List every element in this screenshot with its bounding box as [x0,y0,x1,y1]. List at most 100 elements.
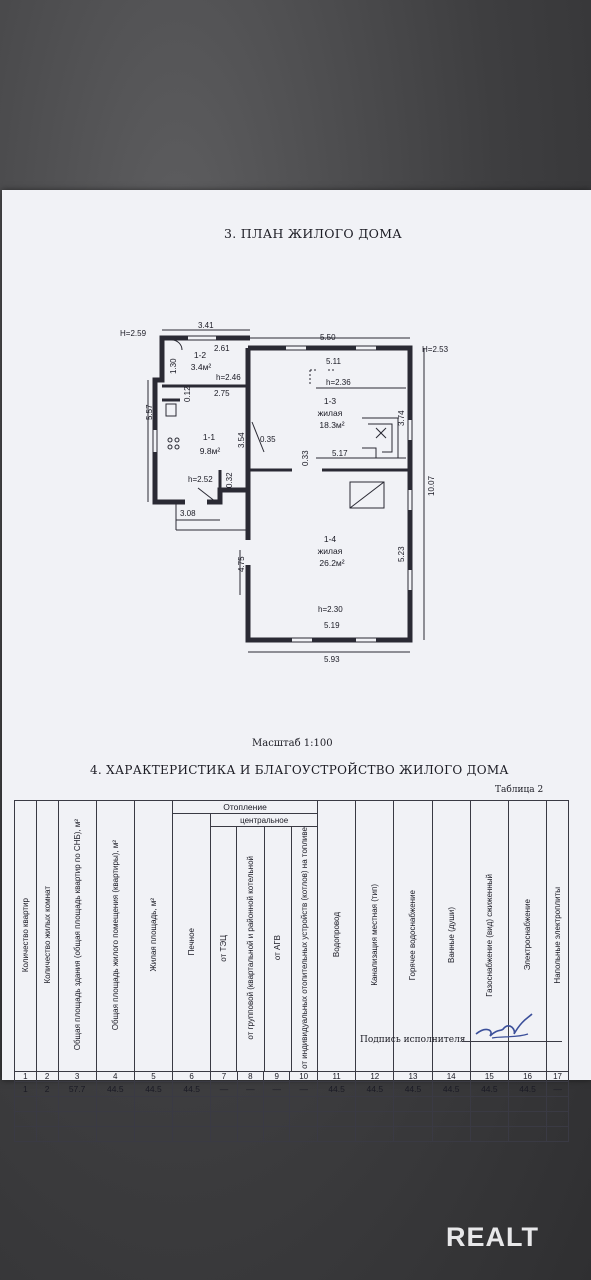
heating-header: Отопление [172,800,319,814]
room-1-4-type: жилая [318,546,343,556]
col-head-5: Жилая площадь, м² [133,800,174,1072]
floor-plan: H=2.59 H=2.53 3.41 5.50 2.61 5.11 h=2.36… [120,321,449,664]
table-cell-empty [95,1095,135,1112]
table-cell-empty [236,1110,265,1127]
table-cell: — [236,1080,265,1097]
table-row-empty [14,1110,569,1127]
table-cell-empty [469,1095,509,1112]
column-number: 7 [210,1070,238,1082]
dim-523: 5.23 [397,546,406,562]
table-cell-empty [35,1110,59,1127]
dim-354: 3.54 [237,432,246,448]
column-number: 9 [262,1070,291,1082]
dim-032: 0.32 [225,472,234,488]
table-cell-empty [14,1095,37,1112]
table-cell-empty [317,1110,357,1127]
dim-252: h=2.52 [188,475,213,484]
column-number: 14 [431,1070,471,1082]
table-cell-empty [210,1095,238,1112]
table-row-empty [14,1125,569,1142]
dim-033: 0.33 [301,450,310,466]
table-cell-empty [236,1125,265,1142]
table-cell-empty [431,1095,471,1112]
table-cell-empty [95,1125,135,1142]
table-cell-empty [393,1095,433,1112]
table-cell-empty [35,1095,59,1112]
table-cell-empty [507,1095,548,1112]
col-head-16: Электроснабжение [507,800,548,1072]
table-cell-empty [469,1125,509,1142]
table-cell-empty [289,1125,319,1142]
table-cell-empty [317,1095,357,1112]
column-number: 6 [172,1070,212,1082]
table-cell: 44.5 [133,1080,174,1097]
room-1-4-area: 26.2м² [319,558,344,568]
dim-517: 5.17 [332,449,348,458]
col-head-7: от ТЭЦ [211,826,238,1071]
table-caption: Таблица 2 [495,785,544,795]
table-cell-empty [14,1125,37,1142]
dim-246: h=2.46 [216,373,241,382]
table-cell-empty [236,1095,265,1112]
table-cell-empty [14,1110,37,1127]
central-group: центральное от ТЭЦ от групповой (квартал… [210,813,319,1072]
dim-035: 0.35 [260,435,276,444]
table-cell-empty [355,1125,395,1142]
col-head-3: Общая площадь здания (общая площадь квар… [57,800,97,1072]
col-head-1: Количество квартир [14,800,37,1072]
table-cell: 44.5 [172,1080,212,1097]
col-head-6: Печное [172,813,212,1072]
central-header: центральное [211,814,318,827]
column-number: 17 [546,1070,569,1082]
col-head-8: от групповой (квартальной и районной кот… [236,826,265,1071]
dim-275: 2.75 [214,389,230,398]
table-cell-empty [546,1110,569,1127]
table-cell-empty [210,1125,238,1142]
plan-title: 3. ПЛАН ЖИЛОГО ДОМА [224,226,403,241]
table-cell: — [210,1080,238,1097]
col-head-10: от индивидуальных отопительных устройств… [290,826,318,1071]
dim-593: 5.93 [324,655,340,664]
table-cell: 44.5 [469,1080,509,1097]
table-cell-empty [172,1095,212,1112]
table-cell-empty [355,1095,395,1112]
col-head-14: Ванные (души) [431,800,471,1072]
col-head-17: Напольные электроплиты [546,800,569,1072]
col-head-11: Водопровод [317,800,357,1072]
section-title: 4. ХАРАКТЕРИСТИКА И БЛАГОУСТРОЙСТВО ЖИЛО… [90,763,509,777]
col-head-2: Количество жилых комнат [35,800,59,1072]
table-cell-empty [431,1125,471,1142]
table-row-empty [14,1095,569,1112]
room-1-2-id: 1-2 [194,350,207,360]
table-cell: 44.5 [393,1080,433,1097]
column-number: 13 [393,1070,433,1082]
table-cell-empty [95,1110,135,1127]
dim-374: 3.74 [397,410,406,426]
table-cell-empty [507,1125,548,1142]
room-1-3-type: жилая [318,408,343,418]
room-1-3-id: 1-3 [324,396,337,406]
table-cell-empty [172,1110,212,1127]
room-1-3-area: 18.3м² [319,420,344,430]
table-cell-empty [133,1110,174,1127]
room-1-2-area: 3.4м² [191,362,212,372]
column-number: 8 [236,1070,265,1082]
dim-236: h=2.36 [326,378,351,387]
dim-475: 4.75 [237,556,246,572]
dim-341: 3.41 [198,321,214,330]
column-number: 11 [317,1070,357,1082]
column-number: 3 [57,1070,97,1082]
characteristics-table: Количество квартир Количество жилых комн… [14,800,569,1142]
table-cell-empty [393,1125,433,1142]
table-cell: 2 [35,1080,59,1097]
table-cell-empty [507,1110,548,1127]
watermark-logo: REALT [446,1222,539,1252]
dim-519: 5.19 [324,621,340,630]
dim-230: h=2.30 [318,605,343,614]
table-cell-empty [262,1125,291,1142]
column-number: 2 [35,1070,59,1082]
table-cell-empty [133,1125,174,1142]
column-number: 1 [14,1070,37,1082]
document-page: 3. ПЛАН ЖИЛОГО ДОМА [2,190,591,1142]
